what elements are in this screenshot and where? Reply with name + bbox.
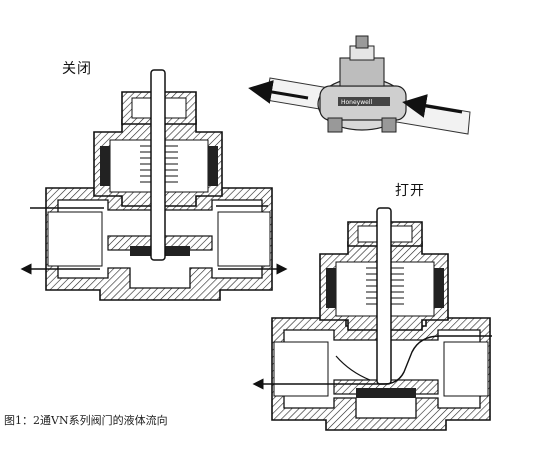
brand-text: Honeywell <box>341 99 372 106</box>
open-flow-in-line <box>383 335 492 385</box>
valve-3d-illustration: Honeywell <box>248 35 471 135</box>
open-label: 打开 <box>395 183 425 199</box>
illustration-flow-right-arrow <box>402 94 463 118</box>
closed-valve-section <box>20 69 288 301</box>
closed-label: 关闭 <box>62 61 92 77</box>
figure-caption: 图1：2通VN系列阀门的液体流向 <box>4 414 168 427</box>
illustration-flow-left-arrow <box>248 80 309 104</box>
open-valve-section <box>252 207 492 431</box>
